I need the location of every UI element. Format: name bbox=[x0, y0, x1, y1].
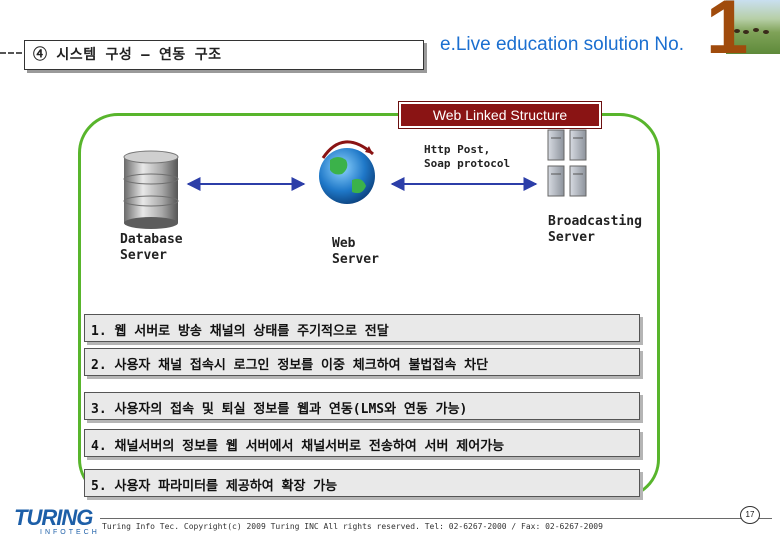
feature-item: 4. 채널서버의 정보를 웹 서버에서 채널서버로 전송하여 서버 제어가능 bbox=[84, 429, 640, 457]
diagram-frame bbox=[78, 113, 660, 499]
header-dashed-line bbox=[0, 52, 30, 54]
diagram-graphics bbox=[123, 129, 587, 229]
feature-item: 2. 사용자 채널 접속시 로그인 정보를 이중 체크하여 불법접속 차단 bbox=[84, 348, 640, 376]
company-logo: TURING bbox=[14, 505, 93, 530]
web-server-label: Web Server bbox=[332, 236, 379, 267]
feature-text: 5. 사용자 파라미터를 제공하여 확장 가능 bbox=[91, 479, 338, 494]
feature-item: 3. 사용자의 접속 및 퇴실 정보를 웹과 연동(LMS와 연동 가능) bbox=[84, 392, 640, 420]
cattle-icon bbox=[734, 28, 769, 34]
feature-text: 3. 사용자의 접속 및 퇴실 정보를 웹과 연동(LMS와 연동 가능) bbox=[91, 402, 468, 417]
feature-item: 5. 사용자 파라미터를 제공하여 확장 가능 bbox=[84, 469, 640, 497]
company-logo-subtitle: INFOTECH bbox=[40, 529, 100, 536]
title-box: ④ 시스템 구성 – 연동 구조 bbox=[24, 40, 424, 70]
database-server-label: Database Server bbox=[120, 232, 183, 263]
diagram-title-tag: Web Linked Structure bbox=[398, 101, 602, 129]
slogan: e.Live education solution No. bbox=[440, 34, 684, 55]
feature-text: 4. 채널서버의 정보를 웹 서버에서 채널서버로 전송하여 서버 제어가능 bbox=[91, 439, 505, 454]
field-photo bbox=[726, 0, 780, 54]
feature-item: 1. 웹 서버로 방송 채널의 상태를 주기적으로 전달 bbox=[84, 314, 640, 342]
feature-text: 2. 사용자 채널 접속시 로그인 정보를 이중 체크하여 불법접속 차단 bbox=[91, 358, 489, 373]
database-icon bbox=[123, 150, 179, 229]
copyright-text: Turing Info Tec. Copyright(c) 2009 Turin… bbox=[102, 522, 603, 531]
broadcast-server-icon bbox=[547, 129, 587, 197]
feature-text: 1. 웹 서버로 방송 채널의 상태를 주기적으로 전달 bbox=[91, 324, 389, 339]
page-title: ④ 시스템 구성 – 연동 구조 bbox=[33, 47, 222, 63]
footer-divider bbox=[100, 518, 772, 519]
page-number: 17 bbox=[740, 506, 760, 524]
broadcasting-server-label: Broadcasting Server bbox=[548, 214, 642, 245]
globe-icon bbox=[319, 140, 375, 204]
number-one-graphic: 1 bbox=[706, 0, 749, 70]
protocol-label: Http Post, Soap protocol bbox=[424, 143, 511, 170]
